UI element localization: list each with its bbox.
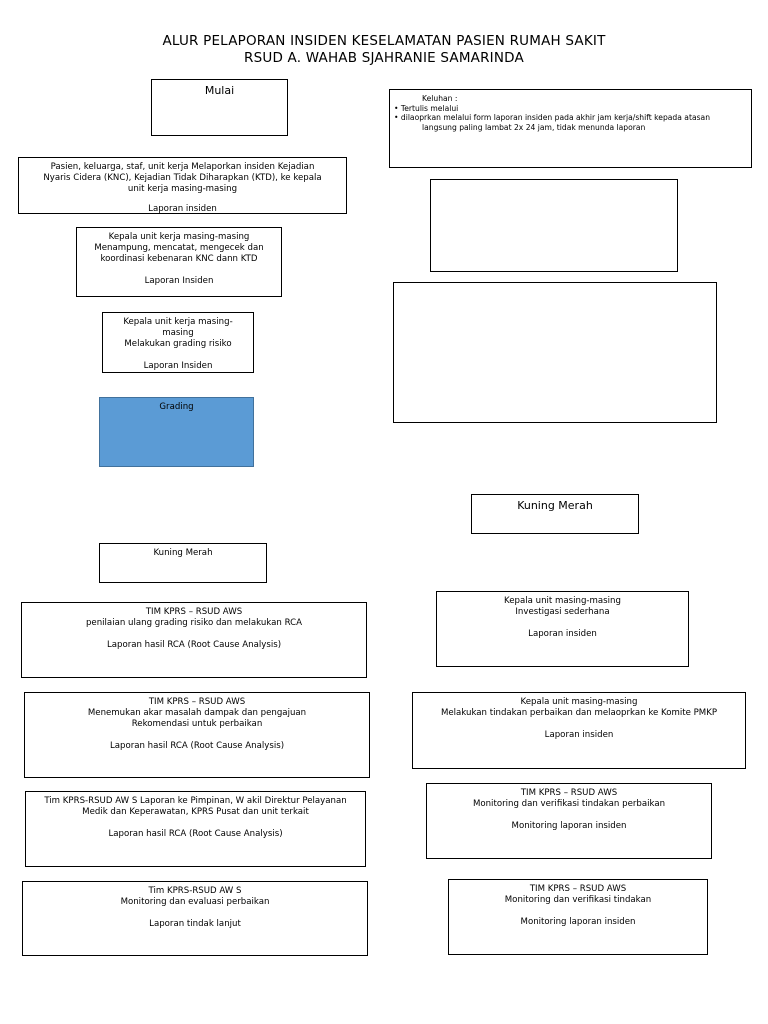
complaint-bullet-2: • dilaoprkan melalui form laporan inside…	[394, 113, 711, 122]
verification-box: TIM KPRS – RSUD AWS Monitoring dan verif…	[426, 783, 712, 859]
reporter-text: Pasien, keluarga, staf, unit kerja Melap…	[43, 162, 322, 194]
monitoring-text: TIM KPRS – RSUD AWS Monitoring dan verif…	[504, 884, 652, 905]
tim-report-text: Tim KPRS-RSUD AW S Laporan ke Pimpinan, …	[44, 796, 347, 817]
unit-head-text: Kepala unit kerja masing-masing Menampun…	[94, 232, 264, 264]
reporter-report: Laporan insiden	[148, 204, 217, 214]
yellow-red-left-label: Kuning Merah	[153, 548, 213, 558]
tim-report-report: Laporan hasil RCA (Root Cause Analysis)	[108, 829, 283, 839]
tim-monev-report: Laporan tindak lanjut	[149, 919, 241, 929]
tim-report-box: Tim KPRS-RSUD AW S Laporan ke Pimpinan, …	[25, 791, 366, 867]
start-box: Mulai	[151, 79, 288, 136]
tim-recommendation-text: TIM KPRS – RSUD AWS Menemukan akar masal…	[87, 697, 307, 729]
risk-grading-text: Kepala unit kerja masing- masing Melakuk…	[123, 317, 233, 349]
empty-box-1	[430, 179, 678, 272]
corrective-action-box: Kepala unit masing-masing Melakukan tind…	[412, 692, 746, 769]
tim-monev-box: Tim KPRS-RSUD AW S Monitoring dan evalua…	[22, 881, 368, 956]
risk-grading-box: Kepala unit kerja masing- masing Melakuk…	[102, 312, 254, 373]
title-line-2: RSUD A. WAHAB SJAHRANIE SAMARINDA	[244, 50, 524, 66]
tim-rca-box: TIM KPRS – RSUD AWS penilaian ulang grad…	[21, 602, 367, 678]
corrective-action-text: Kepala unit masing-masing Melakukan tind…	[440, 697, 718, 718]
monitoring-report: Monitoring laporan insiden	[520, 917, 636, 927]
risk-grading-report: Laporan Insiden	[143, 361, 213, 371]
unit-head-report: Laporan Insiden	[144, 276, 214, 286]
unit-head-box: Kepala unit kerja masing-masing Menampun…	[76, 227, 282, 297]
reporter-box: Pasien, keluarga, staf, unit kerja Melap…	[18, 157, 347, 214]
tim-recommendation-box: TIM KPRS – RSUD AWS Menemukan akar masal…	[24, 692, 370, 778]
complaint-heading: Keluhan :	[422, 94, 458, 103]
tim-recommendation-report: Laporan hasil RCA (Root Cause Analysis)	[109, 741, 285, 751]
yellow-red-right-box: Kuning Merah	[471, 494, 639, 534]
tim-monev-text: Tim KPRS-RSUD AW S Monitoring dan evalua…	[120, 886, 270, 907]
complaint-box: Keluhan : • Tertulis melalui • dilaoprka…	[389, 89, 752, 168]
complaint-bullet-2-cont: langsung paling lambat 2x 24 jam, tidak …	[422, 122, 646, 132]
monitoring-box: TIM KPRS – RSUD AWS Monitoring dan verif…	[448, 879, 708, 955]
empty-box-2	[393, 282, 717, 423]
yellow-red-right-label: Kuning Merah	[517, 499, 593, 512]
investigation-report: Laporan insiden	[528, 629, 597, 639]
corrective-action-report: Laporan insiden	[544, 730, 614, 740]
tim-rca-text: TIM KPRS – RSUD AWS penilaian ulang grad…	[85, 607, 303, 628]
grading-box: Grading	[99, 397, 254, 467]
verification-text: TIM KPRS – RSUD AWS Monitoring dan verif…	[472, 788, 666, 809]
grading-label: Grading	[159, 402, 194, 412]
start-label: Mulai	[204, 84, 235, 97]
tim-rca-report: Laporan hasil RCA (Root Cause Analysis)	[106, 640, 282, 650]
complaint-bullet-1: • Tertulis melalui	[394, 103, 459, 113]
yellow-red-left-box: Kuning Merah	[99, 543, 267, 583]
verification-report: Monitoring laporan insiden	[511, 821, 627, 831]
title-line-1: ALUR PELAPORAN INSIDEN KESELAMATAN PASIE…	[162, 33, 606, 49]
investigation-box: Kepala unit masing-masing Investigasi se…	[436, 591, 689, 667]
investigation-text: Kepala unit masing-masing Investigasi se…	[504, 596, 621, 617]
